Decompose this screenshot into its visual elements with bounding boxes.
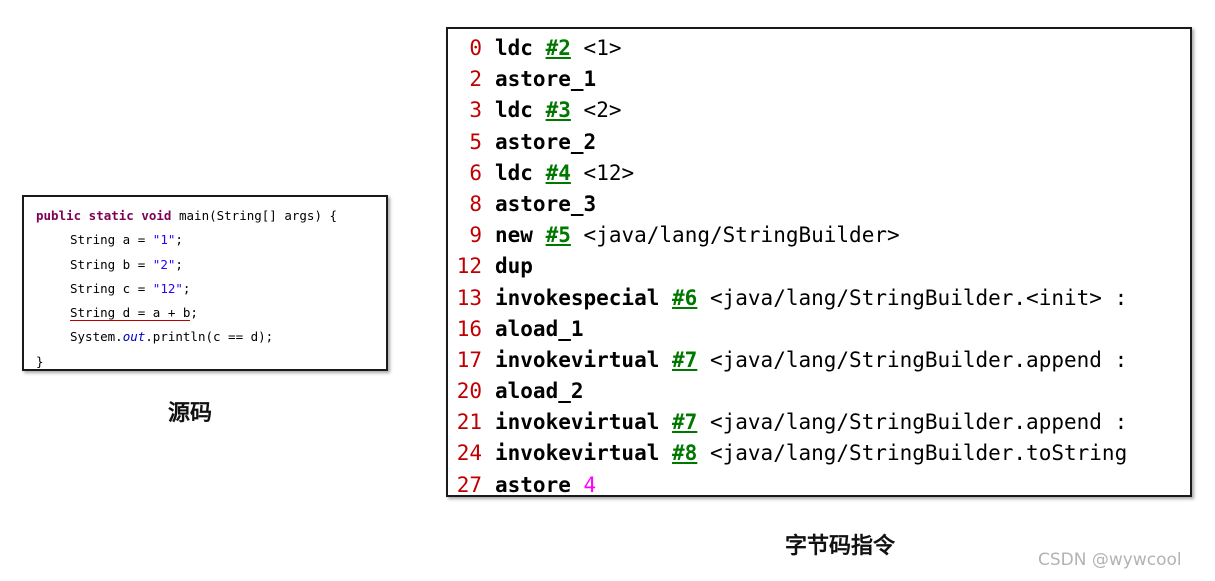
bytecode-argument: <java/lang/StringBuilder.toString bbox=[709, 441, 1128, 466]
bytecode-caption: 字节码指令 bbox=[784, 534, 895, 559]
bytecode-line: 17 invokevirtual #7 <java/lang/StringBuil… bbox=[448, 345, 1190, 376]
bytecode-line: 3 ldc #3 <2> bbox=[448, 95, 1190, 126]
bytecode-line: 12 dup bbox=[448, 251, 1190, 282]
bytecode-line: 21 invokevirtual #7 <java/lang/StringBuil… bbox=[448, 407, 1190, 438]
bytecode-constant-ref: #7 bbox=[672, 410, 698, 435]
bytecode-argument: <java/lang/StringBuilder> bbox=[583, 223, 900, 248]
bytecode-opcode: astore_3 bbox=[495, 191, 597, 216]
bytecode-argument: <java/lang/StringBuilder.<init> : bbox=[709, 285, 1128, 310]
bytecode-argument: <java/lang/StringBuilder.append : bbox=[709, 410, 1128, 435]
source-text: .println(c == d); bbox=[145, 329, 274, 345]
bytecode-offset: 6 bbox=[469, 160, 482, 185]
source-string-literal: "12" bbox=[152, 280, 183, 296]
source-text: String a = bbox=[70, 232, 153, 248]
watermark: CSDN @wywcool bbox=[1038, 550, 1182, 570]
bytecode-offset: 24 bbox=[456, 441, 482, 466]
bytecode-argument: <java/lang/StringBuilder.append : bbox=[709, 347, 1128, 372]
source-text: ; bbox=[175, 232, 183, 248]
bytecode-opcode: ldc bbox=[495, 36, 533, 60]
bytecode-opcode: dup bbox=[495, 254, 533, 279]
source-string-literal: "2" bbox=[152, 256, 176, 272]
bytecode-opcode: invokevirtual bbox=[495, 410, 660, 435]
bytecode-line: 6 ldc #4 <12> bbox=[448, 158, 1190, 189]
bytecode-constant-ref: #3 bbox=[545, 98, 571, 123]
bytecode-constant-ref: #5 bbox=[545, 223, 571, 248]
bytecode-line: 24 invokevirtual #8 <java/lang/StringBuil… bbox=[448, 438, 1190, 469]
bytecode-line: 27 astore 4 bbox=[448, 470, 1190, 497]
bytecode-opcode: new bbox=[495, 223, 533, 248]
bytecode-line: 20 aload_2 bbox=[448, 376, 1190, 407]
source-line-string-c: String c = "12"; bbox=[36, 277, 386, 301]
bytecode-opcode: ldc bbox=[495, 160, 533, 185]
source-line-string-a: String a = "1"; bbox=[36, 228, 386, 252]
source-highlighted-concatenation: String d = a + b bbox=[70, 305, 191, 322]
source-text: ; bbox=[190, 305, 198, 321]
bytecode-offset: 13 bbox=[456, 285, 482, 310]
bytecode-line: 0 ldc #2 <1> bbox=[448, 33, 1190, 64]
bytecode-offset: 12 bbox=[456, 254, 482, 279]
bytecode-offset: 2 bbox=[469, 67, 482, 92]
source-line-string-b: String b = "2"; bbox=[36, 253, 386, 277]
bytecode-opcode: astore_1 bbox=[495, 67, 597, 92]
bytecode-offset: 17 bbox=[456, 347, 482, 372]
bytecode-opcode: invokevirtual bbox=[495, 347, 660, 372]
bytecode-opcode: aload_1 bbox=[495, 316, 584, 341]
bytecode-opcode: aload_2 bbox=[495, 379, 584, 404]
bytecode-argument: <1> bbox=[583, 36, 622, 60]
bytecode-argument: <12> bbox=[583, 160, 635, 185]
source-code-panel: public static void main(String[] args) {… bbox=[22, 195, 388, 371]
source-text: } bbox=[36, 353, 44, 369]
bytecode-line: 13 invokespecial #6 <java/lang/StringBuil… bbox=[448, 283, 1190, 314]
source-string-literal: "1" bbox=[152, 232, 176, 248]
source-text: ; bbox=[175, 256, 183, 272]
source-text: String c = bbox=[70, 280, 153, 296]
bytecode-argument: <2> bbox=[583, 98, 622, 123]
bytecode-line: 8 astore_3 bbox=[448, 189, 1190, 220]
bytecode-line: 2 astore_1 bbox=[448, 64, 1190, 95]
bytecode-line: 5 astore_2 bbox=[448, 127, 1190, 158]
source-line-string-d: String d = a + b; bbox=[36, 301, 386, 325]
bytecode-opcode: astore_2 bbox=[495, 129, 597, 154]
bytecode-line: 16 aload_1 bbox=[448, 314, 1190, 345]
bytecode-offset: 5 bbox=[469, 129, 482, 154]
source-caption: 源码 bbox=[167, 401, 212, 426]
bytecode-offset: 9 bbox=[469, 223, 482, 248]
bytecode-line: 9 new #5 <java/lang/StringBuilder> bbox=[448, 220, 1190, 251]
source-text: String b = bbox=[70, 256, 153, 272]
bytecode-opcode: astore bbox=[495, 472, 571, 497]
bytecode-offset: 3 bbox=[469, 98, 482, 123]
bytecode-offset: 8 bbox=[469, 191, 482, 216]
source-line-main-signature: public static void main(String[] args) { bbox=[36, 204, 386, 228]
bytecode-opcode: invokespecial bbox=[495, 285, 660, 310]
bytecode-offset: 27 bbox=[456, 472, 482, 497]
bytecode-constant-ref: #8 bbox=[672, 441, 698, 466]
bytecode-constant-ref: #6 bbox=[672, 285, 698, 310]
bytecode-constant-ref: #2 bbox=[545, 36, 571, 60]
bytecode-offset: 16 bbox=[456, 316, 482, 341]
bytecode-offset: 21 bbox=[456, 410, 482, 435]
source-text: System. bbox=[70, 329, 123, 345]
bytecode-constant-ref: #4 bbox=[545, 160, 571, 185]
source-field: out bbox=[122, 329, 146, 345]
source-text: ; bbox=[182, 280, 191, 296]
source-keyword: public static void bbox=[36, 208, 172, 223]
bytecode-constant-ref: #7 bbox=[672, 347, 698, 372]
bytecode-offset: 0 bbox=[469, 36, 482, 60]
bytecode-offset: 20 bbox=[456, 379, 482, 404]
source-line-closing-brace: } bbox=[36, 350, 386, 374]
source-text: main(String[] args) { bbox=[171, 208, 338, 223]
bytecode-opcode: invokevirtual bbox=[495, 441, 660, 466]
bytecode-local-index: 4 bbox=[583, 472, 597, 497]
bytecode-opcode: ldc bbox=[495, 98, 533, 123]
source-line-println: System.out.println(c == d); bbox=[36, 325, 386, 349]
bytecode-panel: 0 ldc #2 <1> 2 astore_1 3 ldc #3 <2> 5 astor… bbox=[446, 27, 1192, 497]
